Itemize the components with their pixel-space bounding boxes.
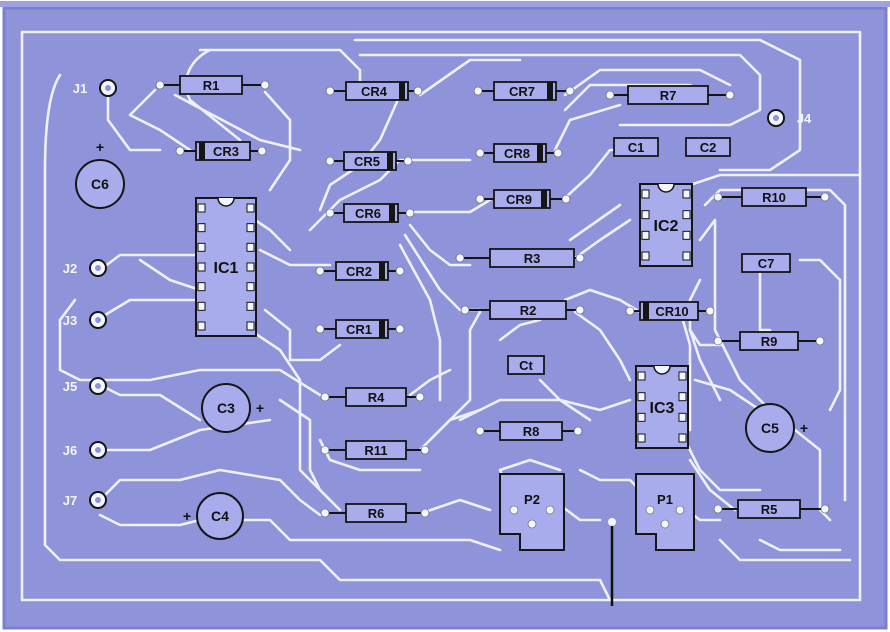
diode-cr10: CR10 bbox=[625, 301, 715, 321]
electrolytic-group: C3 + C4 + C5 + C6 + bbox=[75, 139, 808, 540]
diode-cr6: CR6 bbox=[325, 203, 415, 223]
diode-label: CR1 bbox=[346, 322, 372, 337]
polarity-mark: + bbox=[96, 139, 104, 155]
ic-ic2: IC2 bbox=[639, 183, 693, 267]
diode-label: CR8 bbox=[504, 146, 530, 161]
resistor-label: R11 bbox=[364, 443, 387, 458]
resistor-r6: R6 bbox=[320, 503, 430, 523]
resistor-label: R7 bbox=[660, 88, 677, 103]
jack-label: J6 bbox=[63, 443, 77, 458]
polarity-mark: + bbox=[256, 400, 264, 416]
jack-label: J1 bbox=[73, 81, 87, 96]
ic-label: IC2 bbox=[654, 218, 679, 235]
diode-cr2: CR2 bbox=[315, 261, 405, 281]
resistor-r9: R9 bbox=[713, 331, 825, 351]
potentiometer-p1: P1 bbox=[635, 473, 695, 551]
capacitor-label: C1 bbox=[628, 140, 645, 155]
jack-j5: J5 bbox=[63, 377, 107, 395]
jack-j2: J2 bbox=[63, 259, 107, 277]
jack-label: J3 bbox=[63, 313, 77, 328]
ic-label: IC3 bbox=[650, 400, 675, 417]
jack-j4: J4 bbox=[767, 109, 812, 127]
jack-j7: J7 bbox=[63, 491, 107, 509]
electrolytic-c5: C5 + bbox=[745, 403, 808, 453]
resistor-r5: R5 bbox=[713, 499, 830, 519]
diode-label: CR7 bbox=[509, 84, 535, 99]
resistor-r4: R4 bbox=[320, 387, 425, 407]
ic-ic1: IC1 bbox=[195, 197, 257, 337]
resistor-label: R4 bbox=[368, 390, 385, 405]
pot-label: P2 bbox=[524, 492, 540, 507]
capacitor-label: C7 bbox=[758, 256, 775, 271]
pot-label: P1 bbox=[657, 492, 673, 507]
resistor-r7: R7 bbox=[605, 85, 735, 105]
jack-label: J2 bbox=[63, 261, 77, 276]
resistor-label: R9 bbox=[761, 334, 778, 349]
resistor-label: R3 bbox=[524, 251, 541, 266]
electrolytic-label: C6 bbox=[91, 176, 109, 192]
resistor-label: R10 bbox=[762, 190, 786, 205]
diode-cr3: CR3 bbox=[175, 141, 267, 161]
pot-group: P1 P2 bbox=[499, 473, 695, 551]
jack-j1: J1 bbox=[73, 79, 117, 97]
diode-cr4: CR4 bbox=[325, 81, 423, 101]
diode-label: CR2 bbox=[346, 264, 372, 279]
diode-label: CR5 bbox=[354, 154, 380, 169]
resistor-label: R6 bbox=[368, 506, 385, 521]
potentiometer-p2: P2 bbox=[499, 473, 565, 551]
diode-cr9: CR9 bbox=[475, 189, 571, 209]
jumper-wire-pad bbox=[608, 518, 616, 526]
diode-cr7: CR7 bbox=[473, 81, 575, 101]
diode-label: CR4 bbox=[361, 84, 388, 99]
electrolytic-c6: C6 + bbox=[75, 139, 125, 209]
resistor-label: R2 bbox=[520, 303, 537, 318]
diode-label: CR6 bbox=[355, 206, 381, 221]
resistor-r2: R2 bbox=[460, 300, 585, 320]
resistor-r1: R1 bbox=[155, 75, 270, 95]
diode-cr1: CR1 bbox=[315, 319, 405, 339]
capacitor-label: Ct bbox=[519, 358, 533, 373]
jack-label: J7 bbox=[63, 493, 77, 508]
diode-label: CR9 bbox=[506, 192, 532, 207]
capacitor-ct: Ct bbox=[507, 355, 545, 375]
diode-cr8: CR8 bbox=[475, 143, 563, 163]
jack-label: J5 bbox=[63, 379, 77, 394]
electrolytic-c4: C4 + bbox=[183, 492, 244, 540]
capacitor-c7: C7 bbox=[741, 253, 791, 273]
diode-cr5: CR5 bbox=[325, 151, 413, 171]
capacitor-c2: C2 bbox=[685, 137, 731, 157]
copper-traces bbox=[20, 30, 862, 602]
polarity-mark: + bbox=[183, 508, 191, 524]
electrolytic-label: C4 bbox=[211, 508, 229, 524]
capacitor-label: C2 bbox=[700, 140, 717, 155]
electrolytic-label: C5 bbox=[761, 420, 779, 436]
polarity-mark: + bbox=[800, 420, 808, 436]
resistor-r3: R3 bbox=[455, 248, 585, 268]
diode-label: CR10 bbox=[655, 304, 688, 319]
jack-label: J4 bbox=[797, 111, 812, 126]
resistor-label: R8 bbox=[523, 424, 540, 439]
electrolytic-label: C3 bbox=[217, 400, 235, 416]
board-substrate bbox=[2, 6, 888, 630]
jack-j6: J6 bbox=[63, 441, 107, 459]
ic-ic3: IC3 bbox=[635, 365, 689, 449]
capacitor-c1: C1 bbox=[613, 137, 659, 157]
jack-j3: J3 bbox=[63, 311, 107, 329]
resistor-r10: R10 bbox=[713, 187, 830, 207]
resistor-label: R5 bbox=[761, 502, 778, 517]
diode-label: CR3 bbox=[213, 144, 239, 159]
ic-label: IC1 bbox=[214, 260, 239, 277]
resistor-r8: R8 bbox=[475, 421, 583, 441]
resistor-label: R1 bbox=[203, 78, 220, 93]
resistor-r11: R11 bbox=[320, 440, 430, 460]
electrolytic-c3: C3 + bbox=[201, 383, 264, 433]
